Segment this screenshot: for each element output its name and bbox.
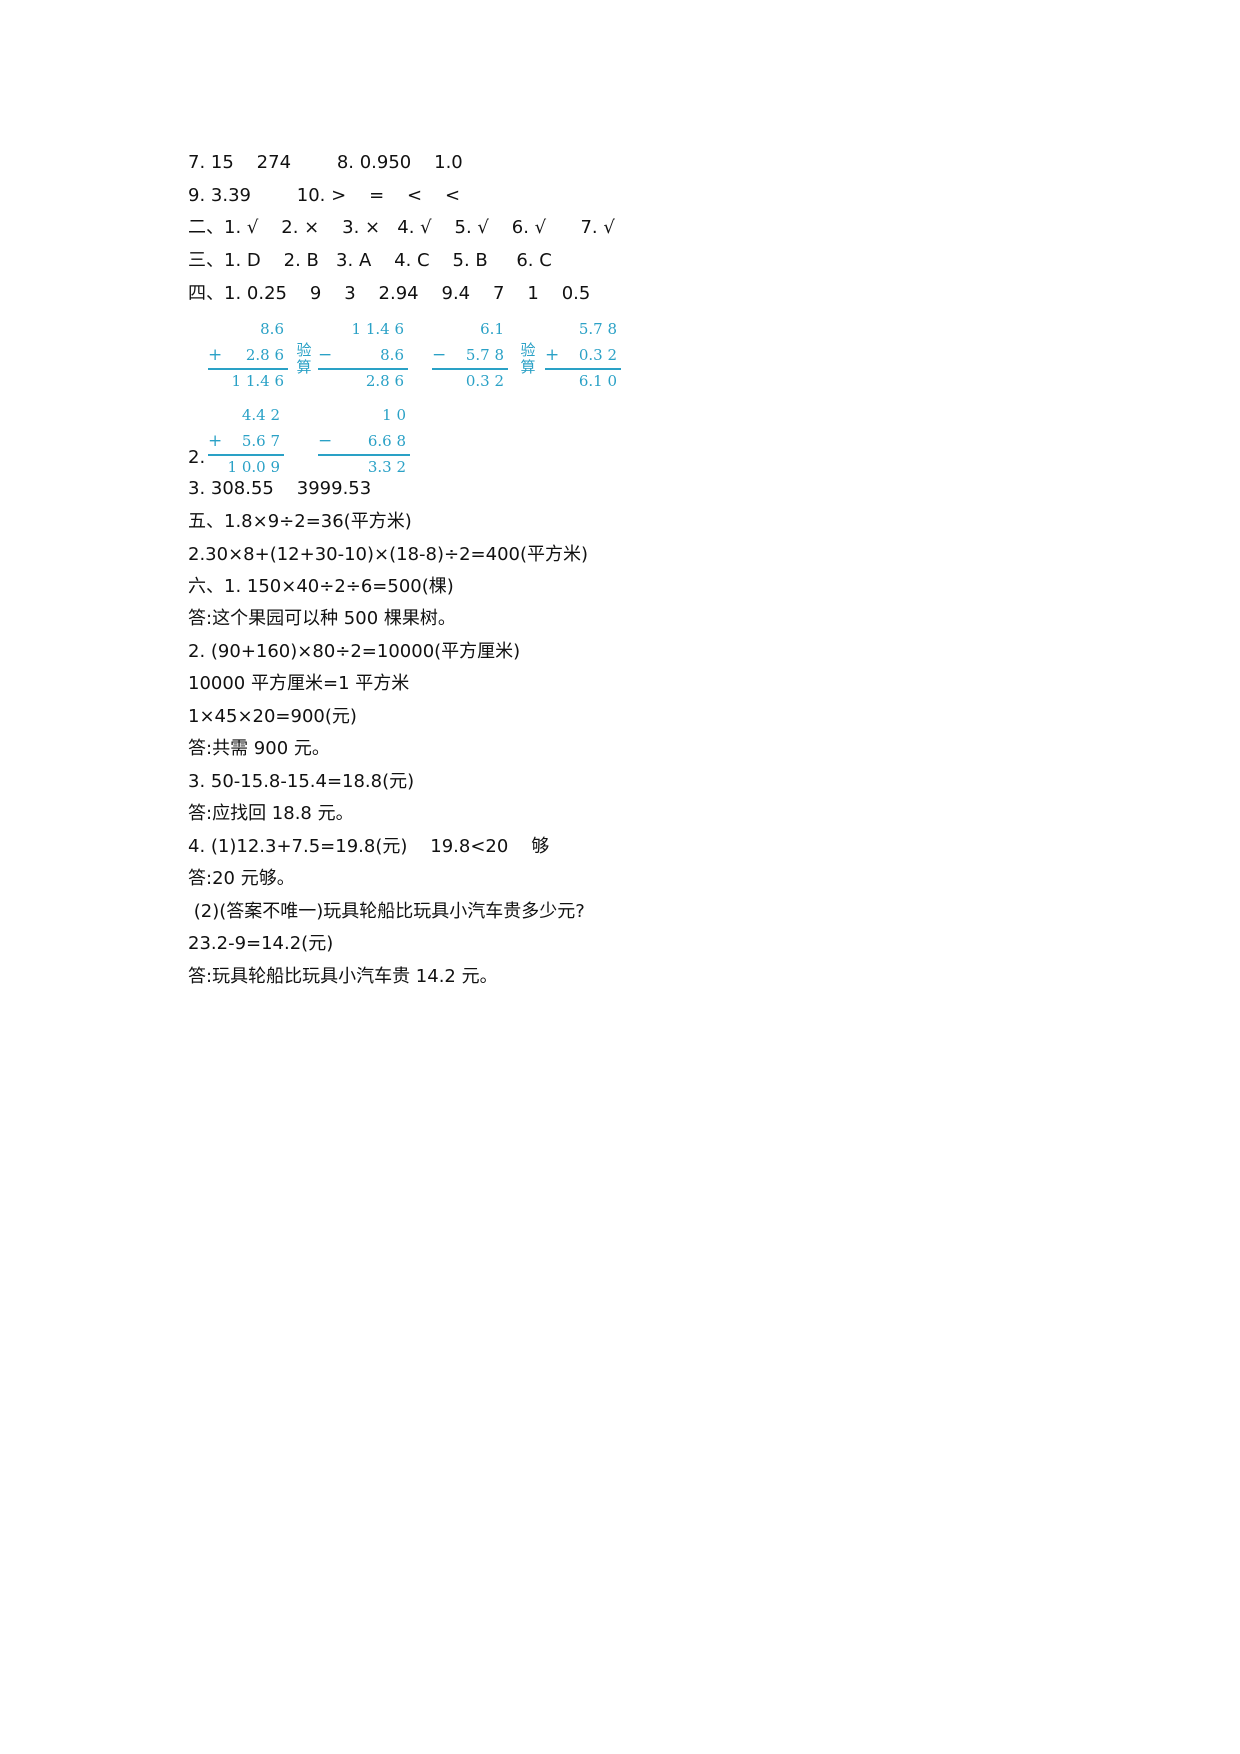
- calc-result: 0.3 2: [465, 372, 504, 390]
- calc-divider-line: [208, 368, 288, 370]
- answer-line: 1×45×20=900(元): [188, 706, 357, 727]
- calc-operand-bottom: 2.8 6: [245, 346, 284, 364]
- calc-result: 1 1.4 6: [231, 372, 284, 390]
- calc-divider-line: [318, 454, 410, 456]
- calc-operator: −: [432, 345, 447, 365]
- calc-operand-bottom: 0.3 2: [578, 346, 617, 364]
- calc-result: 2.8 6: [365, 372, 404, 390]
- vertical-calculation: 1 1.4 6 8.6 − 2.8 6: [318, 320, 408, 390]
- answer-line: 四、1. 0.25 9 3 2.94 9.4 7 1 0.5: [188, 283, 591, 304]
- vertical-calculation: 8.6 2.8 6 +1 1.4 6: [208, 320, 288, 390]
- check-label: 验 算: [296, 341, 312, 376]
- answer-line: 答:应找回 18.8 元。: [188, 803, 354, 824]
- vertical-calculation: 5.7 8 0.3 2 +6.1 0: [545, 320, 621, 390]
- calc-operand-top: 8.6: [260, 320, 284, 338]
- calc-operand-top: 1 0: [382, 406, 406, 424]
- answer-line: 3. 50-15.8-15.4=18.8(元): [188, 771, 415, 792]
- vertical-calculation: 4.4 2 5.6 7 +1 0.0 9: [208, 406, 284, 476]
- calc-operand-top: 6.1: [480, 320, 504, 338]
- answer-line: 2.: [188, 447, 206, 468]
- vertical-calculation: 6.1 5.7 8−0.3 2: [432, 320, 508, 390]
- answer-line: 7. 15 274 8. 0.950 1.0: [188, 152, 463, 173]
- answer-line: 9. 3.39 10. > = < <: [188, 185, 461, 206]
- answer-line: 10000 平方厘米=1 平方米: [188, 673, 410, 694]
- calc-operand-top: 4.4 2: [241, 406, 280, 424]
- calc-operator: +: [208, 345, 223, 365]
- calc-operand-bottom: 5.6 7: [241, 432, 280, 450]
- calc-operator: +: [208, 431, 223, 451]
- calc-operand-top: 1 1.4 6: [351, 320, 404, 338]
- calc-operand-bottom: 5.7 8: [465, 346, 504, 364]
- calc-operand-bottom: 6.6 8: [367, 432, 406, 450]
- calc-divider-line: [208, 454, 284, 456]
- answer-line: 三、1. D 2. B 3. A 4. C 5. B 6. C: [188, 250, 552, 271]
- calc-divider-line: [545, 368, 621, 370]
- answer-line: 答:这个果园可以种 500 棵果树。: [188, 608, 456, 629]
- calc-result: 3.3 2: [367, 458, 406, 476]
- answer-line: 二、1. √ 2. × 3. × 4. √ 5. √ 6. √ 7. √: [188, 217, 615, 238]
- calc-divider-line: [318, 368, 408, 370]
- answer-line: 答:共需 900 元。: [188, 738, 330, 759]
- calc-operator: −: [318, 431, 333, 451]
- answer-line: 3. 308.55 3999.53: [188, 478, 372, 499]
- answer-line: (2)(答案不唯一)玩具轮船比玩具小汽车贵多少元?: [188, 901, 585, 922]
- calc-result: 6.1 0: [578, 372, 617, 390]
- answer-line: 2. (90+160)×80÷2=10000(平方厘米): [188, 641, 521, 662]
- calc-operand-bottom: 8.6: [380, 346, 404, 364]
- check-label: 验 算: [520, 341, 536, 376]
- calc-operand-top: 5.7 8: [578, 320, 617, 338]
- answer-line: 4. (1)12.3+7.5=19.8(元) 19.8<20 够: [188, 836, 550, 857]
- vertical-calculation: 1 0 6.6 8 − 3.3 2: [318, 406, 410, 476]
- answer-line: 答:20 元够。: [188, 868, 295, 889]
- calc-operator: +: [545, 345, 560, 365]
- calc-divider-line: [432, 368, 508, 370]
- answer-line: 六、1. 150×40÷2÷6=500(棵): [188, 576, 454, 597]
- answer-line: 答:玩具轮船比玩具小汽车贵 14.2 元。: [188, 966, 498, 987]
- calc-result: 1 0.0 9: [227, 458, 280, 476]
- calc-operator: −: [318, 345, 333, 365]
- answer-line: 23.2-9=14.2(元): [188, 933, 334, 954]
- answer-line: 五、1.8×9÷2=36(平方米): [188, 511, 412, 532]
- answer-line: 2.30×8+(12+30-10)×(18-8)÷2=400(平方米): [188, 544, 589, 565]
